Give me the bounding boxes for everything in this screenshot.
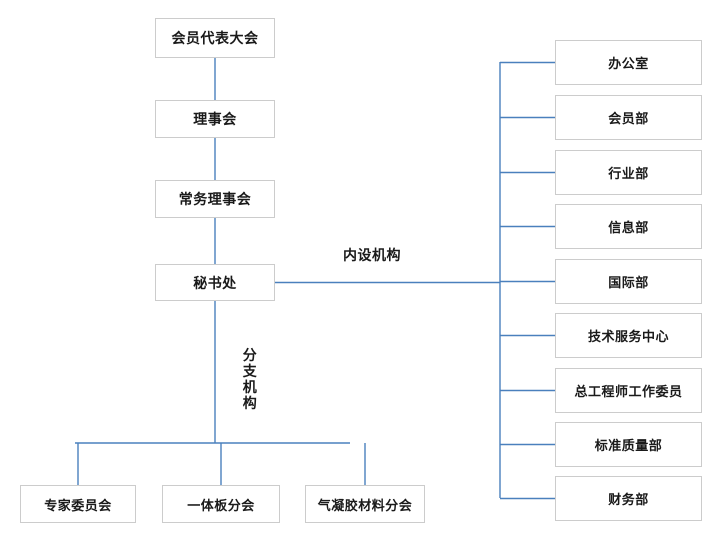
node-label: 会员部 <box>608 112 649 127</box>
node-label: 财务部 <box>608 493 649 508</box>
node-office[interactable]: 办公室 <box>555 40 702 85</box>
node-information-dept[interactable]: 信息部 <box>555 204 702 249</box>
node-international-dept[interactable]: 国际部 <box>555 259 702 304</box>
node-standing-council[interactable]: 常务理事会 <box>155 180 275 218</box>
node-label: 理事会 <box>193 112 237 128</box>
node-label: 标准质量部 <box>594 439 663 454</box>
node-label: 常务理事会 <box>178 192 252 208</box>
label-internal-departments: 内设机构 <box>343 245 401 265</box>
node-council[interactable]: 理事会 <box>155 100 275 138</box>
node-finance-dept[interactable]: 财务部 <box>555 476 702 521</box>
node-label: 会员代表大会 <box>171 31 259 47</box>
node-label: 技术服务中心 <box>587 330 669 345</box>
node-label: 气凝胶材料分会 <box>317 498 413 514</box>
node-label: 总工程师工作委员 <box>574 385 683 400</box>
node-expert-committee[interactable]: 专家委员会 <box>20 485 136 523</box>
node-integrated-board-branch[interactable]: 一体板分会 <box>162 485 280 523</box>
node-chief-engineer-committee[interactable]: 总工程师工作委员 <box>555 368 702 413</box>
node-standard-quality-dept[interactable]: 标准质量部 <box>555 422 702 467</box>
node-label: 国际部 <box>608 276 649 291</box>
node-label: 一体板分会 <box>187 498 255 514</box>
node-label: 专家委员会 <box>44 498 112 514</box>
node-secretariat[interactable]: 秘书处 <box>155 264 275 301</box>
node-label: 秘书处 <box>193 275 237 292</box>
node-label: 信息部 <box>608 221 649 236</box>
node-label: 办公室 <box>608 57 649 72</box>
node-aerogel-material-branch[interactable]: 气凝胶材料分会 <box>305 485 425 523</box>
node-technical-service-center[interactable]: 技术服务中心 <box>555 313 702 358</box>
node-member-assembly[interactable]: 会员代表大会 <box>155 18 275 58</box>
node-label: 行业部 <box>608 167 649 182</box>
node-industry-dept[interactable]: 行业部 <box>555 150 702 195</box>
label-branch-organizations: 分支机构 <box>242 348 258 412</box>
node-membership-dept[interactable]: 会员部 <box>555 95 702 140</box>
